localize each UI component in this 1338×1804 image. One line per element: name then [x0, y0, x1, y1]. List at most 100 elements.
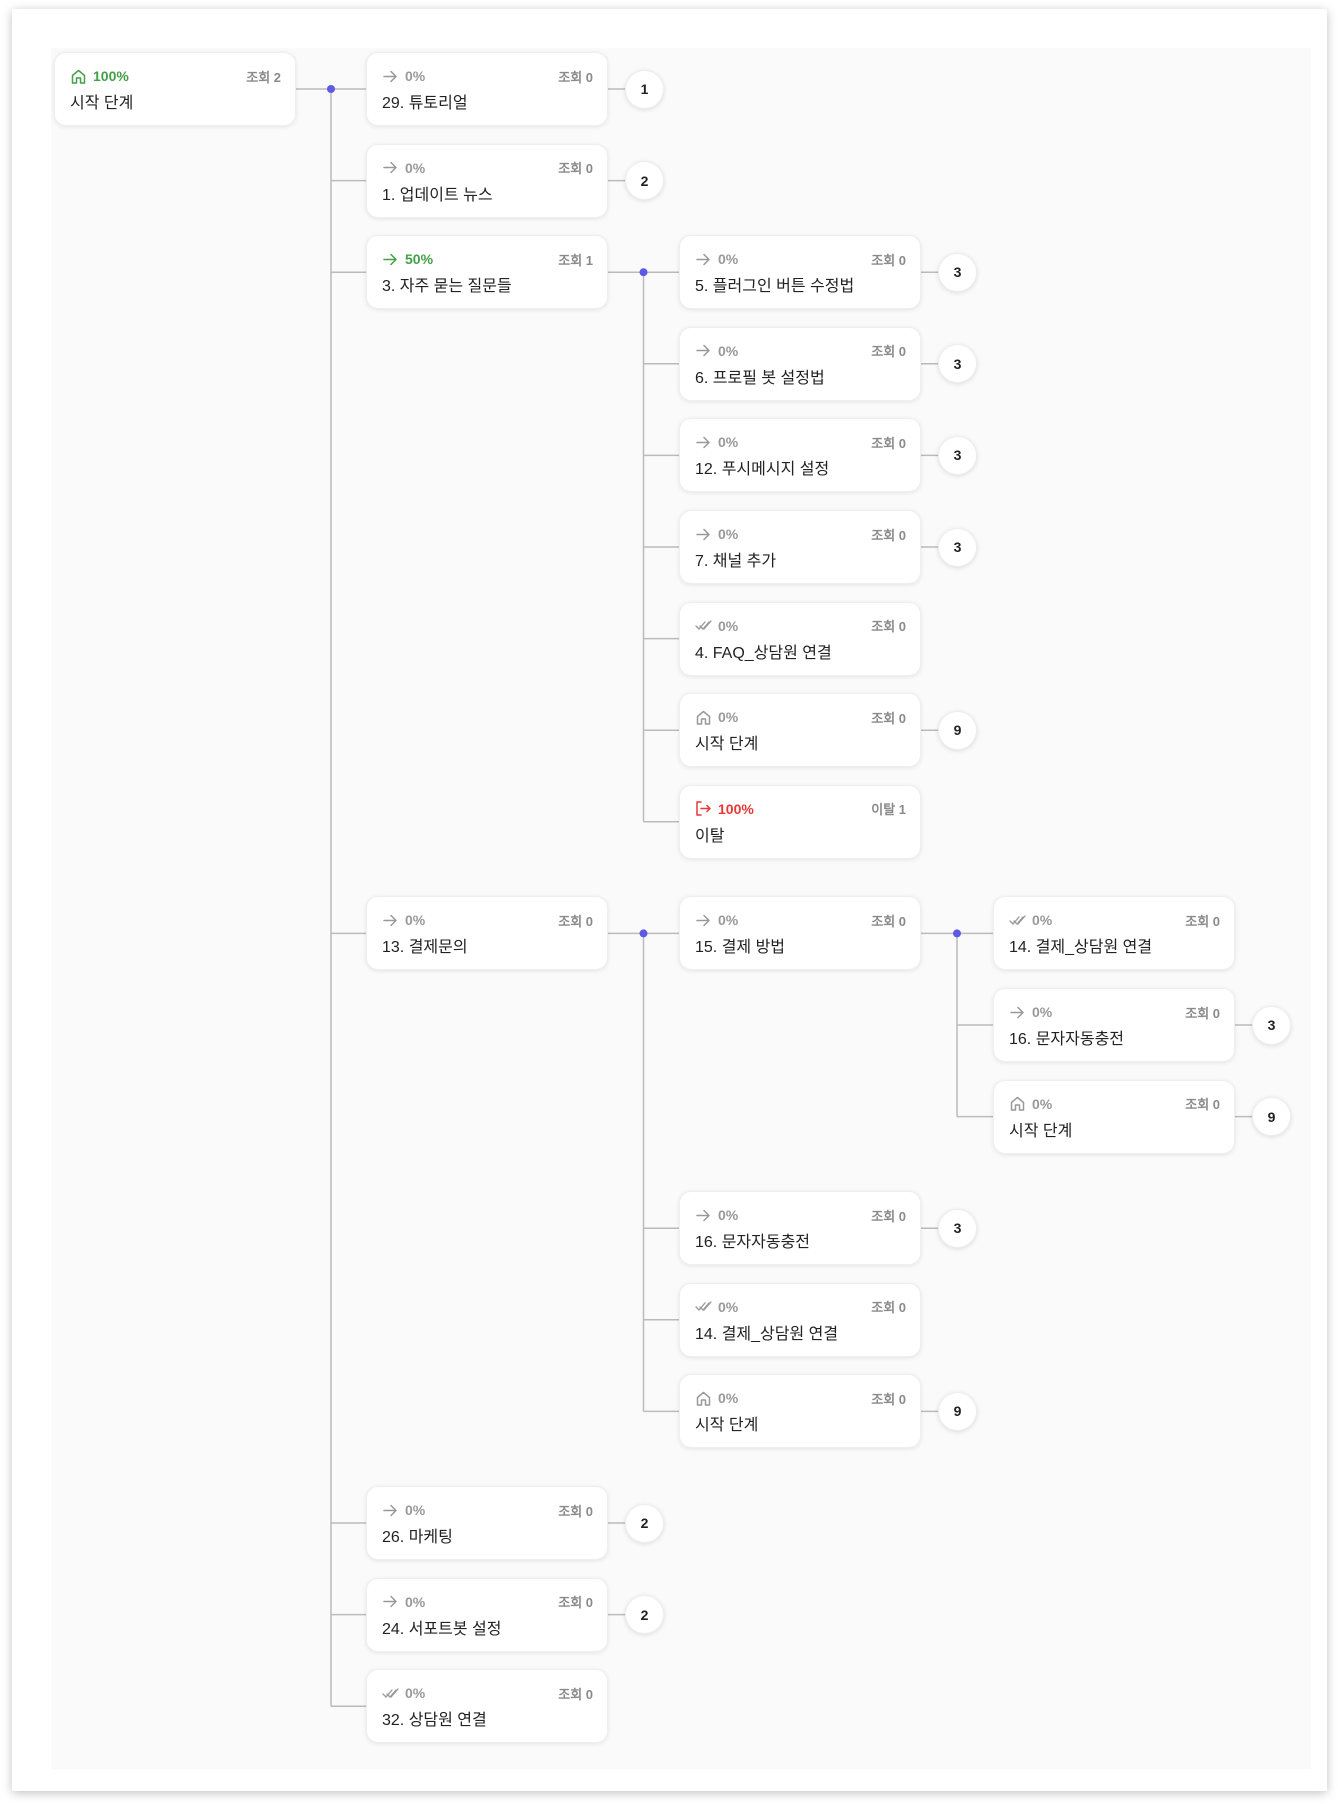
node-stat: 조회 1: [558, 252, 593, 268]
flow-node-card[interactable]: 50% 조회 1 3. 자주 묻는 질문들: [366, 235, 608, 310]
node-count-badge[interactable]: 9: [938, 710, 977, 750]
node-percent: 100%: [93, 68, 129, 84]
node-header: 0%조회 0: [695, 1206, 906, 1224]
double-check-icon: [695, 1298, 712, 1315]
node-title: 15. 결제 방법: [695, 939, 786, 957]
node-count-badge[interactable]: 2: [625, 161, 664, 201]
double-check-icon: [695, 617, 712, 634]
node-stat: 조회 0: [871, 1208, 906, 1224]
node-header: 0% 조회 0: [382, 159, 593, 177]
flow-node-card[interactable]: 0% 조회 0 1. 업데이트 뉴스: [366, 143, 608, 218]
exit-icon: [695, 800, 712, 817]
home-icon: [1009, 1095, 1026, 1112]
node-percent: 0%: [718, 526, 739, 542]
flow-node-card[interactable]: 0% 조회 0 14. 결제_상담원 연결: [679, 1282, 921, 1357]
node-header: 0%조회 0: [1009, 1095, 1220, 1113]
node-title: 시작 단계: [695, 1417, 759, 1435]
node-count-badge[interactable]: 1: [625, 69, 664, 109]
flow-node-card[interactable]: 100% 조회 2 시작 단계: [54, 52, 296, 126]
arrow-right-icon: [382, 159, 399, 176]
node-percent: 0%: [718, 1298, 739, 1315]
node-title: 이탈: [695, 827, 725, 845]
node-percent: 0%: [718, 617, 739, 634]
node-percent: 0%: [405, 68, 426, 84]
arrow-right-icon: [382, 1593, 399, 1610]
node-stat: 조회 0: [871, 344, 906, 360]
node-count-badge[interactable]: 3: [938, 252, 977, 292]
node-stat: 조회 0: [871, 527, 906, 543]
arrow-right-icon: [695, 342, 712, 359]
node-stat: 조회 0: [871, 913, 906, 929]
node-count-badge[interactable]: 3: [1252, 1005, 1291, 1045]
flow-node-card[interactable]: 0% 조회 0 12. 푸시메시지 설정: [679, 418, 921, 493]
node-count-badge[interactable]: 3: [938, 344, 977, 384]
node-percent: 0%: [718, 342, 739, 359]
flow-node-card[interactable]: 0% 조회 0 7. 채널 추가: [679, 510, 921, 584]
node-title: 7. 채널 추가: [695, 553, 777, 570]
node-header: 0% 조회 0: [695, 342, 906, 360]
arrow-right-icon: [695, 251, 712, 268]
home-icon: [695, 1390, 712, 1407]
node-title: 5. 플러그인 버튼 수정법: [695, 278, 855, 296]
arrow-right-icon: [382, 1502, 399, 1519]
arrow-right-icon: [695, 526, 712, 543]
node-count-badge[interactable]: 2: [625, 1595, 664, 1635]
home-icon: [695, 709, 712, 726]
node-header: 0% 조회 0: [695, 1389, 906, 1407]
node-stat: 조회 0: [558, 69, 593, 85]
node-count-badge[interactable]: 3: [938, 1208, 977, 1248]
node-header: 0%조회 0: [695, 250, 906, 268]
node-title: 시작 단계: [70, 95, 134, 112]
flow-node-card[interactable]: 0% 조회 0 시작 단계: [679, 1374, 921, 1449]
node-stat: 조회 0: [871, 1300, 906, 1316]
node-percent: 50%: [405, 251, 434, 268]
node-title: 12. 푸시메시지 설정: [695, 461, 830, 479]
node-percent: 0%: [405, 159, 426, 176]
node-percent: 0%: [718, 434, 739, 451]
node-stat: 조회 2: [246, 69, 281, 85]
node-title: 1. 업데이트 뉴스: [382, 186, 493, 204]
flow-node-card[interactable]: 0%조회 0 16. 문자자동충전: [679, 1191, 921, 1266]
node-stat: 이탈 1: [871, 802, 906, 818]
node-stat: 조회 0: [871, 710, 906, 726]
node-title: 16. 문자자동충전: [695, 1234, 811, 1252]
node-stat: 조회 0: [558, 161, 593, 177]
arrow-right-icon: [695, 434, 712, 451]
node-count-badge[interactable]: 9: [938, 1391, 977, 1431]
flow-node-card[interactable]: 0%조회 0 5. 플러그인 버튼 수정법: [679, 235, 921, 310]
node-title: 16. 문자자동충전: [1009, 1031, 1125, 1048]
branch-dot: [327, 85, 335, 93]
arrow-right-icon: [382, 251, 399, 268]
node-title: 3. 자주 묻는 질문들: [382, 278, 512, 296]
node-title: 32. 상담원 연결: [382, 1712, 487, 1730]
node-count-badge[interactable]: 3: [938, 527, 977, 567]
double-check-icon: [382, 1685, 399, 1702]
node-header: 100% 조회 2: [70, 67, 281, 85]
node-count-badge[interactable]: 9: [1252, 1097, 1291, 1137]
node-stat: 조회 0: [1185, 913, 1220, 929]
node-count-badge[interactable]: 3: [938, 435, 977, 475]
node-header: 0%조회 0: [382, 1593, 593, 1611]
node-stat: 조회 0: [871, 619, 906, 635]
node-percent: 0%: [718, 1390, 739, 1407]
node-title: 14. 결제_상담원 연결: [695, 1325, 839, 1343]
node-stat: 조회 0: [871, 1391, 906, 1407]
node-stat: 조회 0: [558, 913, 593, 929]
home-icon: [70, 68, 87, 85]
node-stat: 조회 0: [871, 435, 906, 451]
node-count-badge[interactable]: 2: [625, 1503, 664, 1543]
